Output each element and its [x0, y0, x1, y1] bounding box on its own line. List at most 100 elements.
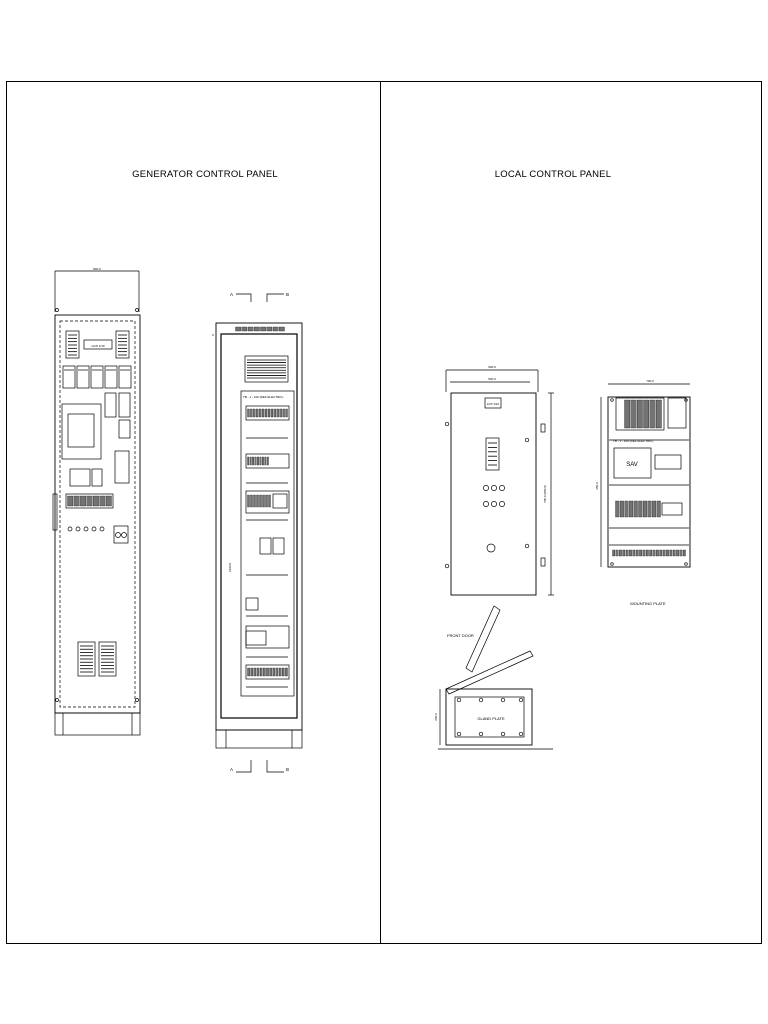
- gcp-indicator-lamp: [91, 526, 97, 532]
- gcp-roof-slot: [235, 326, 241, 332]
- lcp-mounting-side-dim: 350.0: [595, 482, 599, 490]
- lcp-gland-plate-view: FRONT DOOR GLAND PLATE 250.0: [434, 605, 553, 750]
- lcp-terminal-strip: [676, 549, 679, 557]
- lcp-front-name-plate: LCP 1/10: [487, 402, 500, 406]
- lcp-pushbutton: [483, 501, 489, 507]
- gcp-relay-block: [247, 494, 250, 508]
- lcp-plc-card: [643, 399, 649, 429]
- lcp-terminal-strip: [662, 549, 666, 557]
- gcp-terminal-block: [247, 408, 250, 418]
- lcp-gland-height-dim: 250.0: [434, 713, 438, 721]
- lcp-door-hinge: [444, 563, 450, 569]
- gcp-indicator-lamp: [75, 526, 81, 532]
- gcp-terminal-block: [263, 667, 266, 677]
- lcp-terminal-block: [629, 500, 634, 518]
- lcp-plc-card: [624, 399, 630, 429]
- lcp-power-module: [667, 397, 687, 429]
- lcp-front-view: 600.0 500.0 LCP 1/10 700.0 (950.0): [445, 365, 554, 596]
- gcp-terminal-block: [259, 667, 263, 677]
- gcp-pushbutton: [73, 495, 80, 507]
- lcp-pushbutton: [483, 485, 489, 491]
- gcp-terminal-block: [256, 667, 260, 677]
- gcp-terminal-block: [254, 456, 257, 466]
- lcp-terminal-strip: [672, 549, 676, 557]
- gcp-relay-block: [253, 494, 256, 508]
- gcp-terminal-block: [269, 667, 272, 677]
- lcp-mounting-hole: [610, 398, 614, 402]
- gcp-lifting-eye: [55, 698, 59, 702]
- lcp-terminal-strip: [649, 549, 653, 557]
- lcp-pushbutton: [499, 485, 505, 491]
- lcp-terminal-strip: [625, 549, 629, 557]
- gcp-roof-slot: [247, 326, 254, 332]
- gcp-terminal-block: [282, 667, 285, 677]
- gcp-pushbutton: [86, 495, 93, 507]
- lcp-gland-bolt: [500, 697, 506, 703]
- lcp-plc-card: [649, 399, 656, 429]
- lcp-terminal-strip: [622, 549, 626, 557]
- lcp-terminal-block: [638, 500, 643, 518]
- lcp-terminal-strip: [615, 549, 619, 557]
- gcp-label-a-bottom: A: [230, 767, 233, 772]
- gcp-side-view: A B C TB - 1 - 100 (REF ELECTRIC) 2100.0…: [212, 292, 303, 773]
- gcp-roof-slot: [254, 326, 260, 332]
- gcp-terminal-block: [249, 456, 252, 466]
- lcp-terminal-block: [619, 500, 624, 518]
- gcp-breaker: [259, 537, 272, 555]
- gcp-terminal-block: [275, 667, 279, 677]
- lcp-plc-card: [637, 399, 643, 429]
- right-title: LOCAL CONTROL PANEL: [495, 169, 611, 180]
- gcp-indicator-lamp: [83, 526, 89, 532]
- left-title: GENERATOR CONTROL PANEL: [132, 169, 278, 180]
- lcp-gland-bolt: [456, 731, 462, 737]
- gcp-terminal-block: [247, 456, 250, 466]
- gcp-lifting-eye: [135, 308, 139, 312]
- lcp-front-dim-outer: 600.0: [488, 365, 496, 369]
- lcp-din-rail-device: [654, 454, 682, 470]
- lcp-terminal-strip: [632, 549, 636, 557]
- gcp-relay-block: [268, 494, 271, 508]
- lcp-mounting-hole: [684, 398, 688, 402]
- lcp-door-hinge: [524, 437, 530, 443]
- gcp-terminal-block: [266, 667, 269, 677]
- lcp-pushbutton: [491, 501, 497, 507]
- lcp-gland-bolt: [478, 731, 484, 737]
- gcp-pushbutton: [93, 495, 99, 507]
- lcp-terminal-strip: [659, 549, 663, 557]
- gcp-pushbutton: [80, 495, 86, 507]
- lcp-plc-card: [656, 399, 662, 429]
- gcp-terminal-block: [282, 408, 285, 418]
- gcp-roof-slot: [279, 326, 285, 332]
- lcp-terminal-block: [615, 500, 620, 518]
- gcp-terminal-block: [264, 408, 268, 418]
- gcp-terminal-block: [273, 408, 276, 418]
- lcp-gland-plate-label: GLAND PLATE: [477, 716, 505, 721]
- gcp-dim-c: C: [212, 333, 215, 337]
- gcp-front-name-plate: GCP 1/10: [91, 344, 104, 348]
- gcp-pushbutton: [67, 495, 74, 507]
- gcp-terminal-block: [259, 456, 262, 466]
- lcp-selector-switch: [486, 543, 496, 553]
- gcp-pushbutton: [105, 495, 112, 507]
- gcp-terminal-block: [264, 456, 267, 466]
- lcp-mounting-hole: [684, 562, 688, 566]
- gcp-terminal-block: [276, 408, 279, 418]
- lcp-terminal-strip: [679, 549, 683, 557]
- lcp-pushbutton: [491, 485, 497, 491]
- lcp-terminal-strip: [629, 549, 632, 557]
- gcp-terminal-block: [285, 667, 288, 677]
- gcp-terminal-block: [278, 667, 282, 677]
- lcp-terminal-block: [624, 500, 629, 518]
- lcp-terminal-strip: [652, 549, 656, 557]
- gcp-terminal-block: [250, 667, 253, 677]
- gcp-selector-switch: [121, 532, 127, 538]
- lcp-contactor: [661, 502, 683, 516]
- gcp-indicator-lamp: [99, 526, 105, 532]
- lcp-terminal-strip: [619, 549, 622, 557]
- gcp-lifting-eye: [135, 698, 139, 702]
- gcp-indicator-lamp: [67, 526, 73, 532]
- lcp-terminal-block: [642, 500, 647, 518]
- gcp-roof-slot: [266, 326, 273, 332]
- lcp-terminal-strip: [642, 549, 646, 557]
- gcp-front-view: 800.0 GCP 1/10: [52, 267, 141, 736]
